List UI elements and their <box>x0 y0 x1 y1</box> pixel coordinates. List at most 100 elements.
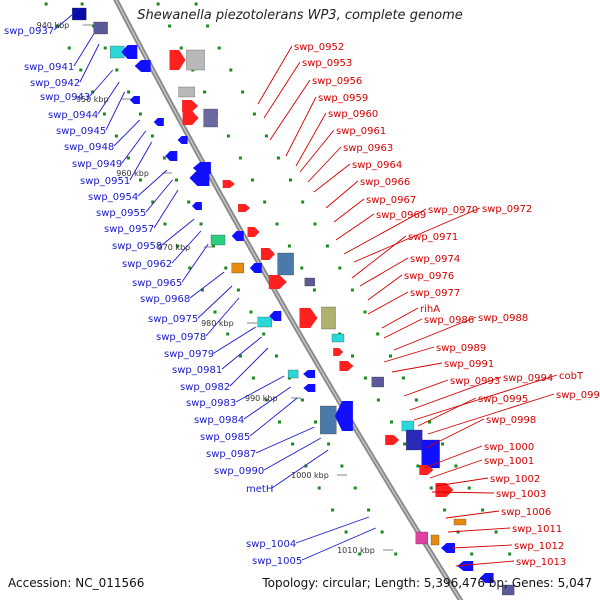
accession-text: Accession: NC_011566 <box>8 576 145 590</box>
gene-arrow-reverse <box>191 202 202 210</box>
label-leader-line <box>367 291 409 315</box>
track-dot <box>403 442 407 446</box>
gene-label-forward: swp_0994 <box>503 373 553 384</box>
gene-label-forward: cobT <box>559 371 584 382</box>
gene-label-forward: swp_0995 <box>478 394 528 405</box>
gene-label-forward: swp_0961 <box>336 126 386 137</box>
track-dot <box>175 178 178 182</box>
track-dot <box>338 266 342 270</box>
track-dot <box>350 288 354 292</box>
label-leader-line <box>295 516 370 544</box>
label-leader-line <box>383 346 435 363</box>
tick-label: 940 kbp <box>37 21 70 30</box>
tick-label: 1000 kbp <box>291 471 329 480</box>
track-dot <box>275 222 279 226</box>
gene-block <box>430 534 440 546</box>
gene-block <box>421 439 440 469</box>
gene-label-reverse: swp_0942 <box>30 78 80 89</box>
gene-arrow-reverse <box>134 60 151 72</box>
gene-label-forward: swp_0970 <box>428 205 478 216</box>
gene-arrow-reverse <box>177 136 188 144</box>
track-dot <box>289 178 292 182</box>
label-leader-line <box>137 169 168 197</box>
gene-label-forward: swp_1013 <box>516 557 566 568</box>
gene-arrow-reverse <box>479 573 494 583</box>
gene-label-forward: swp_1000 <box>484 442 534 453</box>
label-leader-line <box>299 129 335 173</box>
gene-label-forward: swp_0971 <box>408 232 458 243</box>
label-leader-line <box>171 230 202 264</box>
gene-label-reverse: swp_0945 <box>56 126 106 137</box>
track-dot <box>331 508 335 512</box>
tick-label: 970 kbp <box>158 243 191 252</box>
label-leader-line <box>113 119 141 147</box>
track-dot <box>91 90 95 94</box>
track-dot <box>275 354 278 358</box>
track-dot <box>467 486 471 490</box>
track-dot <box>353 486 357 490</box>
gene-label-forward: swp_1003 <box>496 489 546 500</box>
label-leader-line <box>393 316 477 351</box>
track-dot <box>175 244 179 248</box>
gene-label-reverse: swp_0955 <box>96 208 146 219</box>
label-leader-line <box>353 207 481 263</box>
track-dot <box>276 156 280 160</box>
gene-label-forward: swp_0993 <box>450 376 500 387</box>
gene-arrow-forward <box>419 465 434 475</box>
label-leader-line <box>53 7 81 31</box>
gene-label-forward: swp_0986 <box>424 315 474 326</box>
gene-label-forward: swp_0991 <box>444 359 494 370</box>
track-dot <box>287 244 291 248</box>
label-leader-line <box>381 307 419 329</box>
track-dot <box>163 222 167 226</box>
track-dot <box>325 244 329 248</box>
track-dot <box>363 376 367 380</box>
gene-label-forward: swp_0959 <box>318 93 368 104</box>
gene-block <box>277 252 294 276</box>
track-dot <box>300 398 304 402</box>
label-leader-line <box>429 459 483 479</box>
track-dot <box>508 552 512 556</box>
track-dot <box>401 376 405 380</box>
gene-block <box>178 86 195 98</box>
label-leader-line <box>229 347 269 387</box>
tick-label: 960 kbp <box>116 169 149 178</box>
gene-arrow-reverse <box>165 151 178 161</box>
gene-block <box>453 518 467 526</box>
label-leader-line <box>403 379 449 397</box>
track-dot <box>138 112 142 116</box>
label-leader-line <box>97 81 120 115</box>
gene-label-reverse: swp_0949 <box>72 159 122 170</box>
gene-label-forward: swp_0952 <box>294 42 344 53</box>
label-leader-line <box>161 218 195 246</box>
track-dot <box>114 134 118 138</box>
gene-label-forward: swp_0989 <box>436 343 486 354</box>
track-dot <box>291 442 295 446</box>
label-leader-line <box>205 297 240 337</box>
label-leader-line <box>445 510 500 519</box>
gene-block <box>186 49 205 71</box>
track-dot <box>428 420 431 424</box>
gene-block <box>210 234 226 246</box>
gene-label-forward: swp_1002 <box>490 474 540 485</box>
gene-label-reverse: swp_0979 <box>164 349 214 360</box>
gene-label-forward: swp_0972 <box>482 204 532 215</box>
track-dot <box>238 156 242 160</box>
track-dot <box>226 332 230 336</box>
gene-block <box>304 277 315 287</box>
gene-block <box>257 316 272 328</box>
gene-arrow-forward <box>268 275 287 289</box>
track-dot <box>312 288 316 292</box>
track-dot <box>102 112 106 116</box>
track-dot <box>443 508 447 512</box>
track-dot <box>429 486 433 490</box>
track-dot <box>262 332 266 336</box>
gene-label-forward: swp_1011 <box>512 524 562 535</box>
track-dot <box>239 354 242 358</box>
gene-label-reverse: swp_0965 <box>132 278 182 289</box>
label-leader-line <box>221 336 262 370</box>
track-dot <box>211 244 215 248</box>
gene-label-forward: swp_1006 <box>501 507 551 518</box>
gene-arrow-forward <box>182 100 199 112</box>
